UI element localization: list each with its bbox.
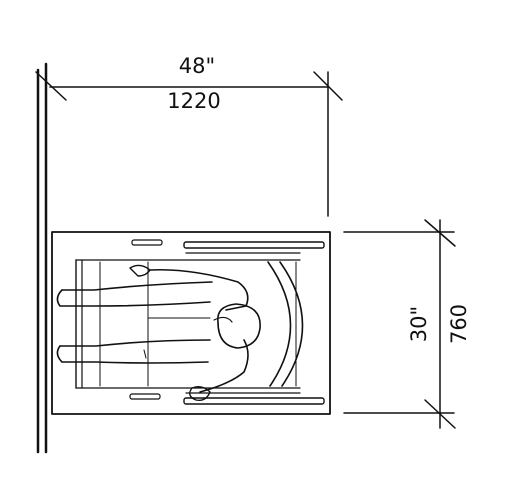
width-metric-label: 1220	[167, 89, 220, 113]
top-wheel	[183, 241, 325, 249]
bottom-caster	[129, 393, 161, 400]
wall	[36, 62, 48, 454]
head	[217, 303, 261, 349]
depth-metric-label: 760	[447, 304, 471, 344]
depth-dimension: 30" 760	[343, 219, 471, 429]
bottom-wheel	[183, 397, 325, 405]
top-caster	[131, 239, 163, 246]
width-imperial-label: 48"	[179, 54, 215, 78]
width-dimension: 48" 1220	[35, 54, 343, 217]
depth-imperial-label: 30"	[407, 306, 431, 342]
clear-floor-space	[51, 231, 331, 415]
wheelchair-figure	[56, 239, 325, 405]
